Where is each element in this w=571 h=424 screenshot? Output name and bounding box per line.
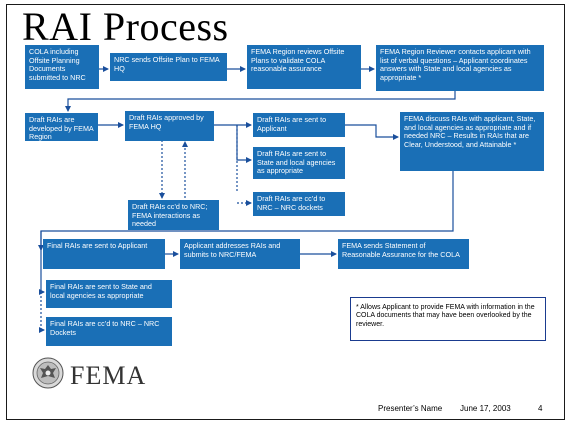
- presenter-name: Presenter’s Name: [378, 404, 443, 413]
- step-nrc-sends-plan: NRC sends Offsite Plan to FEMA HQ: [110, 53, 227, 81]
- step-final-cc-dockets: Final RAIs are cc’d to NRC – NRC Dockets: [46, 317, 172, 346]
- presentation-date: June 17, 2003: [460, 404, 511, 413]
- step-final-to-agencies: Final RAIs are sent to State and local a…: [46, 280, 172, 308]
- step-draft-developed: Draft RAIs are developed by FEMA Region: [25, 113, 98, 141]
- fema-logo-text: FEMA: [70, 361, 147, 390]
- step-applicant-addresses: Applicant addresses RAIs and submits to …: [180, 239, 300, 269]
- step-draft-cc-nrc: Draft RAIs cc’d to NRC; FEMA interaction…: [128, 200, 219, 230]
- step-region-reviews: FEMA Region reviews Offsite Plans to val…: [247, 45, 361, 89]
- footnote-box: * Allows Applicant to provide FEMA with …: [350, 297, 546, 341]
- step-fema-discuss: FEMA discuss RAIs with applicant, State,…: [400, 112, 544, 171]
- slide-title: RAI Process: [22, 4, 229, 49]
- page-number: 4: [538, 404, 543, 413]
- step-draft-approved: Draft RAIs approved by FEMA HQ: [125, 111, 214, 141]
- arrow-to-b16: [39, 292, 45, 333]
- step-reviewer-contacts: FEMA Region Reviewer contacts applicant …: [376, 45, 544, 91]
- arrow-b8-b11: [345, 124, 399, 140]
- arrow-b6-b9: [236, 125, 252, 163]
- step-statement-assurance: FEMA sends Statement of Reasonable Assur…: [338, 239, 469, 269]
- step-cola-submitted: COLA including Offsite Planning Document…: [25, 45, 99, 89]
- step-draft-cc-dockets: Draft RAIs are cc’d to NRC – NRC dockets: [253, 192, 345, 216]
- dhs-seal-icon: [32, 357, 64, 389]
- step-draft-to-applicant: Draft RAIs are sent to Applicant: [253, 113, 345, 137]
- step-final-to-applicant: Final RAIs are sent to Applicant: [43, 239, 165, 269]
- step-draft-to-agencies: Draft RAIs are sent to State and local a…: [253, 147, 345, 179]
- arrow-b4-b5: [65, 91, 456, 112]
